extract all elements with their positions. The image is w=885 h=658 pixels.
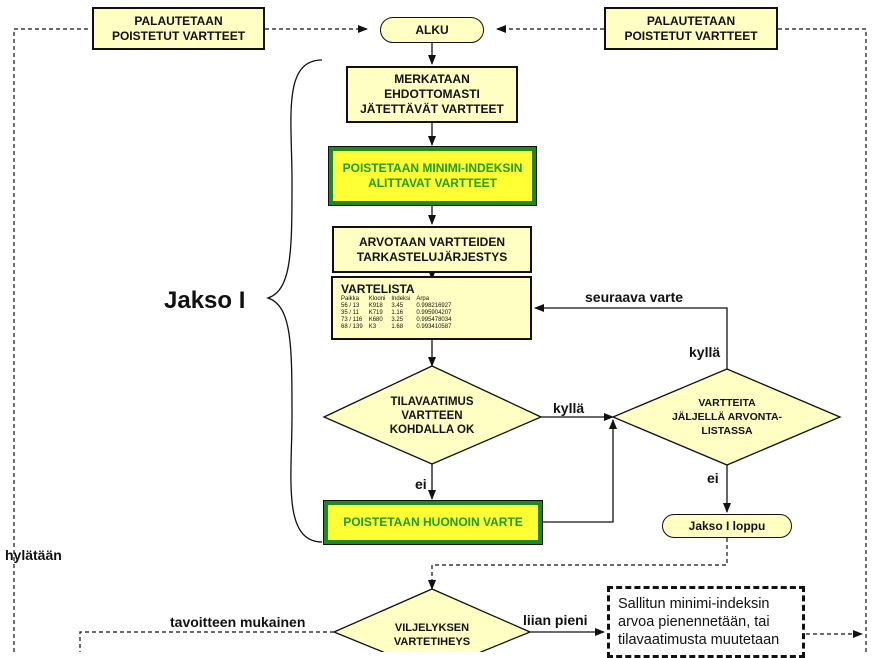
remaining-decision: VARTTEITA JÄLJELLÄ ARVONTA- LISTASSA [671, 397, 783, 437]
cell: 0.993410587 [416, 324, 452, 330]
table-row: 73 / 116 K680 3.25 0.995478034 [341, 317, 457, 324]
on-target-label: tavoitteen mukainen [170, 614, 306, 630]
cell: 1.16 [391, 310, 404, 316]
yes-label-right: kyllä [689, 344, 721, 360]
mark-box: MERKATAAN EHDOTTOMASTI JÄTETTÄVÄT VARTTE… [346, 66, 518, 123]
jakso-label: Jakso I [164, 287, 246, 314]
space-requirement-decision: TILAVAATIMUS VARTTEEN KOHDALLA OK [389, 396, 475, 436]
no-label-right: ei [707, 470, 719, 486]
cell: K680 [368, 317, 383, 323]
vartelista-grid: Paikka Klooni Indeksi Arpa 56 / 13 K918 … [341, 296, 457, 331]
cell: 0.995904207 [416, 310, 452, 316]
cell: 68 / 139 [341, 324, 363, 330]
table-row: 56 / 13 K918 3.45 0.998216927 [341, 303, 457, 310]
cell: 3.45 [391, 303, 404, 309]
randomize-order-box: ARVOTAAN VARTTEIDEN TARKASTELUJÄRJESTYS [332, 226, 532, 273]
cell: K3 [368, 324, 377, 330]
no-label-left: ei [415, 476, 427, 492]
adjustment-note: Sallitun minimi-indeksin arvoa pienennet… [607, 586, 805, 658]
cell: 3.25 [391, 317, 404, 323]
cell: K719 [368, 310, 383, 316]
cell: 0.998216927 [416, 303, 452, 309]
col-header: Paikka [341, 296, 360, 302]
table-row: 35 / 11 K719 1.16 0.995904207 [341, 310, 457, 317]
too-small-label: liian pieni [523, 612, 588, 628]
returned-left-box: PALAUTETAAN POISTETUT VARTTEET [92, 7, 265, 50]
cell: K918 [368, 303, 383, 309]
cell: 0.995478034 [416, 317, 452, 323]
next-item-label: seuraava varte [585, 289, 684, 305]
cell: 73 / 116 [341, 317, 363, 323]
cell: 35 / 11 [341, 310, 359, 316]
col-header: Klooni [368, 296, 386, 302]
vartelista-table: VARTELISTA Paikka Klooni Indeksi Arpa 56… [331, 276, 532, 340]
start-node: ALKU [380, 17, 484, 43]
remove-min-index-box: POISTETAAN MINIMI-INDEKSIN ALITTAVAT VAR… [328, 146, 537, 206]
remove-worst-box: POISTETAAN HUONOIN VARTE [323, 500, 543, 545]
end-node: Jakso I loppu [662, 514, 792, 538]
table-row: 68 / 139 K3 1.68 0.993410587 [341, 324, 457, 331]
vartelista-title: VARTELISTA [341, 282, 415, 296]
col-header: Indeksi [391, 296, 411, 302]
col-header: Arpa [416, 296, 430, 302]
uniformity-decision: VILJELYKSEN VARTETIHEYS [393, 622, 471, 648]
reject-label: hylätään [5, 547, 62, 563]
yes-label-mid: kyllä [553, 400, 585, 416]
returned-right-box: PALAUTETAAN POISTETUT VARTTEET [604, 7, 778, 50]
cell: 56 / 13 [341, 303, 360, 309]
cell: 1.68 [391, 324, 404, 330]
